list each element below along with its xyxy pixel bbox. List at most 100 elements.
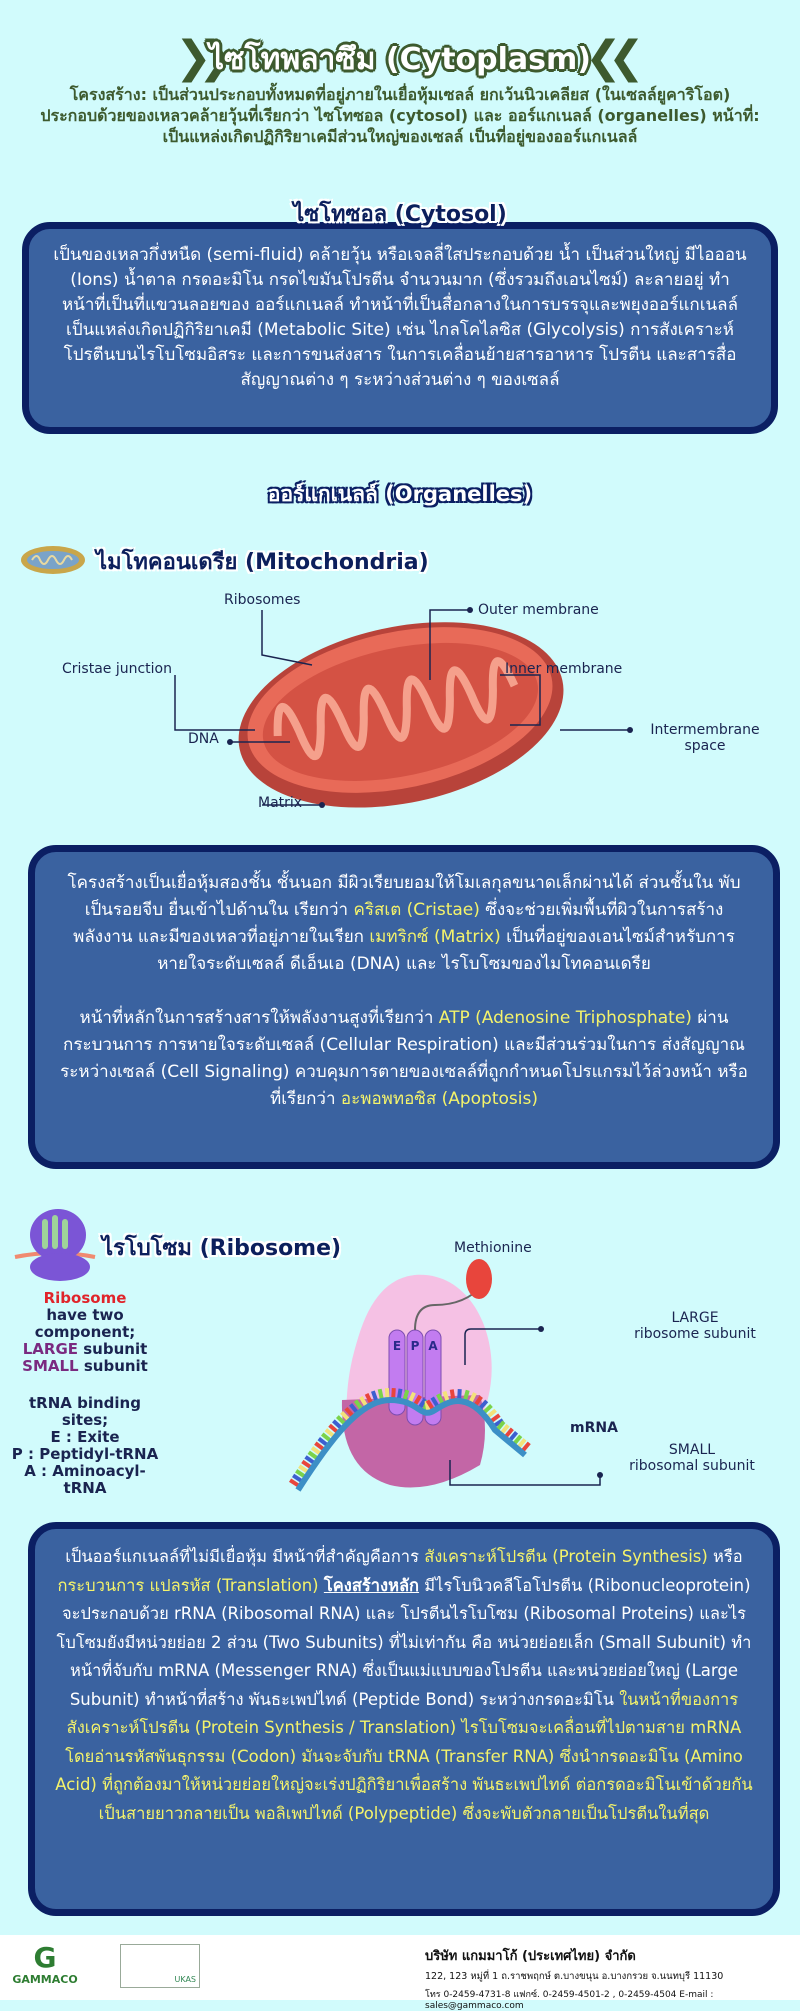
text-segment: หรือ xyxy=(707,1547,743,1566)
nucleotide-mark xyxy=(335,1415,346,1425)
chevron-left-icon: ❮❮ xyxy=(585,32,645,83)
highlighted-term: ในหน้าที่ของการสังเคราะห์โปรตีน (Protein… xyxy=(55,1689,753,1823)
nucleotide-mark xyxy=(442,1390,450,1402)
ribosome-icon xyxy=(14,1209,96,1281)
nucleotide-mark xyxy=(508,1431,519,1442)
label-intermembrane-space: Intermembrane space xyxy=(650,722,760,754)
nucleotide-mark xyxy=(344,1406,355,1418)
certification-logo: UKAS xyxy=(120,1944,200,1988)
nucleotide-mark xyxy=(478,1399,489,1410)
nucleotide-mark xyxy=(482,1404,493,1414)
trna-site-a: A xyxy=(428,1339,438,1353)
trna-site-e: E xyxy=(393,1339,401,1353)
label-ribosomes: Ribosomes xyxy=(224,592,301,608)
nucleotide-mark xyxy=(512,1434,523,1445)
nucleotide-mark xyxy=(314,1441,325,1451)
highlighted-term: คริสเต (Cristae) xyxy=(353,900,480,920)
sites-title: tRNA binding sites; xyxy=(29,1394,141,1429)
cytosol-heading: ไซโทซอล (Cytosol) xyxy=(293,202,507,227)
footer: G GAMMACO UKAS บริษัท แกมมาโก้ (ประเทศไท… xyxy=(0,1935,800,2011)
mitochondria-icon xyxy=(21,546,85,574)
company-contact: โทร 0-2459-4731-8 แฟกซ์. 0-2459-4501-2 ,… xyxy=(425,1990,714,2011)
ribosome-box: เป็นออร์แกเนลล์ที่ไม่มีเยื่อหุ้ม มีหน้าท… xyxy=(28,1522,780,1916)
ribosome-components: Ribosome have two component; LARGE subun… xyxy=(10,1290,160,1375)
nucleotide-mark xyxy=(468,1392,477,1403)
text-segment: เป็นที่อยู่ของเอนไซม์สำหรับการหายใจระดับ… xyxy=(157,927,735,974)
nucleotide-mark xyxy=(457,1388,462,1400)
text-segment: หน้าที่หลักในการสร้างสารให้พลังงานสูงที่… xyxy=(79,1008,439,1028)
nucleotide-mark xyxy=(473,1395,483,1407)
page-title: ไซโทพลาซึม (Cytoplasm) xyxy=(209,42,591,77)
ribosome-subunit: ribosome subunit xyxy=(634,1326,756,1342)
company-info: บริษัท แกมมาโก้ (ประเทศไทย) จำกัด 122, 1… xyxy=(425,1945,800,2011)
mitochondria-diagram xyxy=(174,607,633,808)
nucleotide-mark xyxy=(349,1403,359,1414)
have-two-component: have two component; xyxy=(34,1306,136,1341)
mitochondria-paragraph-2: หน้าที่หลักในการสร้างสารให้พลังงานสูงที่… xyxy=(57,1005,751,1113)
label-mrna: mRNA xyxy=(570,1420,618,1436)
nucleotide-mark xyxy=(490,1413,501,1423)
mitochondria-paragraph-1: โครงสร้างเป็นเยื่อหุ้มสองชั้น ชั้นนอก มี… xyxy=(57,870,751,978)
label-methionine: Methionine xyxy=(454,1240,532,1256)
cytosol-text: เป็นของเหลวกึ่งหนืด (semi-fluid) คล้ายวุ… xyxy=(53,245,747,390)
nucleotide-mark xyxy=(307,1450,319,1460)
nucleotide-mark xyxy=(408,1391,416,1403)
nucleotide-mark xyxy=(517,1438,527,1449)
nucleotide-mark xyxy=(304,1455,315,1465)
label-inner-membrane: Inner membrane xyxy=(505,661,623,677)
text-segment: ผ่านกระบวนการ การหายใจระดับเซลล์ (Cellul… xyxy=(60,1008,748,1109)
nucleotide-mark xyxy=(359,1395,368,1407)
nucleotide-mark xyxy=(391,1387,396,1399)
ribosome-paragraph: เป็นออร์แกเนลล์ที่ไม่มีเยื่อหุ้ม มีหน้าท… xyxy=(55,1543,753,1828)
company-name: บริษัท แกมมาโก้ (ประเทศไทย) จำกัด xyxy=(425,1949,636,1964)
large-label: LARGE xyxy=(22,1340,79,1358)
mitochondria-box: โครงสร้างเป็นเยื่อหุ้มสองชั้น ชั้นนอก มี… xyxy=(28,845,780,1169)
site-p: P : Peptidyl-tRNA xyxy=(11,1445,159,1463)
gammaco-logo: G GAMMACO xyxy=(10,1943,80,1987)
nucleotide-mark xyxy=(377,1388,384,1400)
subunit-label: subunit xyxy=(83,1340,148,1358)
nucleotide-mark xyxy=(324,1428,335,1438)
nucleotide-mark xyxy=(328,1423,339,1434)
cert-text: UKAS xyxy=(174,1975,196,1984)
highlighted-term: สังเคราะห์โปรตีน (Protein Synthesis) xyxy=(424,1547,708,1566)
nucleotide-mark xyxy=(396,1388,403,1399)
nucleotide-mark xyxy=(298,1464,309,1474)
text-segment: ซึ่งจะช่วยเพิ่มพื้นที่ผิวในการสร้างพลังง… xyxy=(73,900,724,947)
cytosol-box: เป็นของเหลวกึ่งหนืด (semi-fluid) คล้ายวุ… xyxy=(22,222,778,434)
small-label: SMALL xyxy=(22,1357,79,1375)
underlined-heading: โคงสร้างหลัก xyxy=(323,1575,420,1595)
nucleotide-mark xyxy=(486,1408,497,1419)
nucleotide-mark xyxy=(317,1437,328,1447)
site-a: A : Aminoacyl-tRNA xyxy=(24,1462,146,1497)
nucleotide-mark xyxy=(301,1459,312,1469)
nucleotide-mark xyxy=(384,1387,390,1399)
nucleotide-mark xyxy=(418,1397,427,1409)
nucleotide-mark xyxy=(288,1478,300,1488)
nucleotide-mark xyxy=(504,1427,514,1438)
label-cristae-junction: Cristae junction xyxy=(62,661,172,677)
company-address: 122, 123 หมู่ที่ 1 ถ.ราชพฤกษ์ ต.บางขนุน … xyxy=(425,1971,724,1982)
nucleotide-mark xyxy=(295,1469,306,1478)
text-segment: โครงสร้างเป็นเยื่อหุ้มสองชั้น ชั้นนอก มี… xyxy=(67,873,741,920)
nucleotide-mark xyxy=(340,1410,350,1421)
nucleotide-mark xyxy=(402,1389,410,1401)
small: SMALL xyxy=(668,1442,716,1458)
nucleotide-mark xyxy=(364,1392,373,1404)
nucleotide-mark xyxy=(430,1396,440,1408)
nucleotide-mark xyxy=(370,1390,379,1402)
trna-site-p: P xyxy=(411,1339,420,1353)
mitochondria-heading: ไมโทคอนเดรีย (Mitochondria) xyxy=(96,550,429,575)
text-segment: มีไรโบนิวคลีโอโปรตีน (Ribonucleoprotein)… xyxy=(56,1575,752,1709)
highlighted-term: เมทริกซ์ (Matrix) xyxy=(369,927,501,947)
highlighted-term: ATP (Adenosine Triphosphate) xyxy=(438,1008,692,1028)
nucleotide-mark xyxy=(413,1394,422,1406)
intro-text: โครงสร้าง: เป็นส่วนประกอบทั้งหมดที่อยู่ภ… xyxy=(40,85,760,146)
logo-text: GAMMACO xyxy=(12,1973,78,1986)
highlighted-term: อะพอพทอซิส (Apoptosis) xyxy=(340,1089,538,1109)
large: LARGE xyxy=(671,1310,719,1326)
label-outer-membrane: Outer membrane xyxy=(478,602,599,618)
